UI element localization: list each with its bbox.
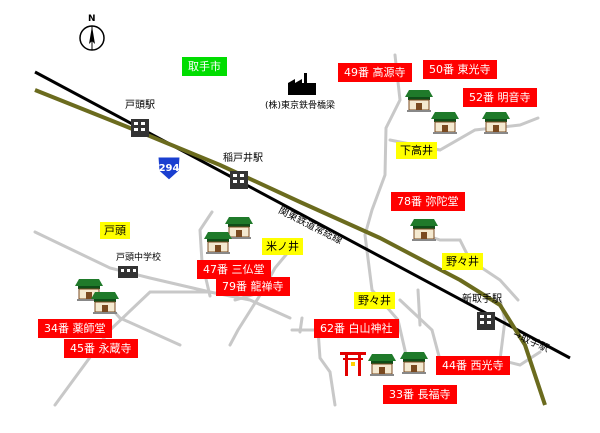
route-shield-icon: 294	[155, 154, 183, 182]
temple-icon	[368, 350, 396, 380]
area-label: 下高井	[396, 142, 437, 159]
temple-icon	[75, 275, 103, 305]
road	[53, 290, 212, 407]
station-label-shintoride: 新取手駅	[462, 294, 502, 305]
temple-label: 52番 明音寺	[463, 88, 537, 107]
temple-label: 47番 三仏堂	[197, 260, 271, 279]
temple-icon	[410, 215, 438, 245]
road	[423, 233, 520, 302]
temple-icon	[400, 348, 428, 378]
temple-label: 33番 長福寺	[383, 385, 457, 404]
north-arrow-icon: N	[74, 14, 110, 52]
road	[290, 328, 337, 407]
temple-icon	[431, 108, 459, 138]
temple-label: 50番 東光寺	[423, 60, 497, 79]
factory-icon	[288, 73, 316, 95]
north-label: N	[88, 14, 96, 24]
factory-label: (株)東京鉄骨橋梁	[265, 101, 336, 111]
temple-label: 45番 永蔵寺	[64, 339, 138, 358]
torii-gate-icon	[340, 350, 366, 376]
temple-label: 78番 弥陀堂	[391, 192, 465, 211]
station-icon	[476, 311, 496, 331]
station-icon	[130, 118, 150, 138]
city-label: 取手市	[182, 57, 227, 76]
temple-label: 44番 西光寺	[436, 356, 510, 375]
temple-label: 62番 白山神社	[314, 319, 399, 338]
temple-label: 79番 龍禅寺	[216, 277, 290, 296]
area-label: 戸頭	[100, 222, 130, 239]
station-label-inatoi: 稲戸井駅	[223, 153, 263, 164]
area-label: 米ノ井	[262, 238, 303, 255]
road	[298, 316, 304, 334]
road	[198, 210, 214, 298]
area-label: 野々井	[442, 253, 483, 270]
temple-label: 49番 高源寺	[338, 63, 412, 82]
railway-line	[34, 88, 547, 406]
area-label: 野々井	[354, 292, 395, 309]
temple-icon	[204, 228, 232, 258]
road	[416, 288, 422, 327]
school-icon	[117, 264, 139, 278]
temple-icon	[225, 213, 253, 243]
station-label-togashira: 戸頭駅	[125, 100, 155, 111]
road	[228, 290, 264, 347]
temple-icon	[482, 108, 510, 138]
temple-icon	[405, 86, 433, 116]
temple-icon	[91, 288, 119, 318]
temple-label: 34番 薬師堂	[38, 319, 112, 338]
road	[363, 53, 412, 374]
school-label: 戸頭中学校	[116, 253, 162, 263]
station-icon	[229, 170, 249, 190]
highway-line	[34, 70, 571, 360]
route-number: 294	[158, 163, 180, 174]
